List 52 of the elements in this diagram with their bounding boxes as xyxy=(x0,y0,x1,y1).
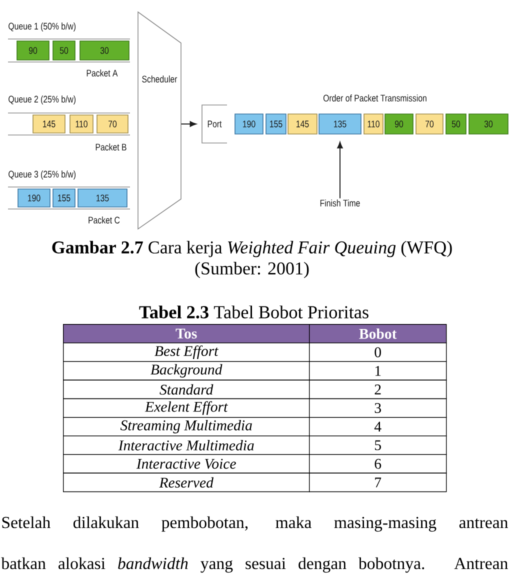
table-cell: 0 xyxy=(309,342,447,362)
packet-box: 30 xyxy=(468,114,508,134)
table-cell: 1 xyxy=(309,361,447,380)
queue-label: Queue 2 (25% b/w) xyxy=(8,96,76,104)
table-cell: Background xyxy=(63,361,310,380)
header-cell: Tos xyxy=(63,324,310,344)
packet-box: 110 xyxy=(364,114,384,134)
packet-box: 145 xyxy=(288,114,318,134)
packet-box: 70 xyxy=(416,114,444,134)
table-cell: 5 xyxy=(309,436,447,455)
packet-box: 155 xyxy=(52,188,76,208)
table-cell: Reserved xyxy=(63,472,310,492)
table-cell: Standard xyxy=(63,380,310,400)
packet-box: 90 xyxy=(16,40,50,60)
packet-box: 50 xyxy=(52,40,76,60)
table-cell: Interactive Multimedia xyxy=(63,436,310,455)
packet-box: 190 xyxy=(18,188,50,208)
table-cell: 4 xyxy=(309,417,447,436)
source-note: (Sumber: 2001) xyxy=(195,262,309,278)
packet-box: 90 xyxy=(384,114,414,134)
packet-box: 135 xyxy=(318,114,362,134)
leader-arrow xyxy=(337,142,343,199)
table-cell: Interactive Voice xyxy=(63,454,310,474)
table-cell: Streaming Multimedia xyxy=(63,417,310,436)
queue-label: Queue 1 (50% b/w) xyxy=(8,22,76,32)
figure-caption: Gambar 2.7 Cara kerja Weighted Fair Queuing (WFQ) xyxy=(52,240,452,258)
annotation-text: Finish Time xyxy=(320,199,360,207)
table-cell: 7 xyxy=(309,472,447,492)
port-box: Port xyxy=(202,104,228,144)
packet-box: 155 xyxy=(266,114,286,134)
packet-label: Packet C xyxy=(88,216,120,224)
table-title: Tabel 2.3 Tabel Bobot Prioritas xyxy=(139,306,368,318)
packet-box: 135 xyxy=(78,188,128,208)
table-cell: 6 xyxy=(309,454,447,474)
table-cell: Exelent Effort xyxy=(63,398,310,418)
header-cell: Bobot xyxy=(309,324,447,344)
body-text: Setelah dilakukan pembobotan, maka masing-masing antrean xyxy=(2,516,508,532)
packet-label: Packet A xyxy=(86,69,118,77)
packet-box: 110 xyxy=(70,114,94,134)
table-cell: 3 xyxy=(309,398,447,418)
packet-box: 50 xyxy=(446,114,466,134)
table-cell: Best Effort xyxy=(63,342,310,362)
packet-box: 70 xyxy=(96,114,128,134)
packet-box: 190 xyxy=(234,114,264,134)
row-heading: Order of Packet Transmission xyxy=(323,94,426,102)
packet-label: Packet B xyxy=(96,143,126,151)
table-cell: 2 xyxy=(309,380,447,400)
body-text: batkan alokasi bandwidth yang sesuai dengan bobotnya. Antrean xyxy=(1,557,508,573)
packet-box: 145 xyxy=(32,114,66,134)
queue-label: Queue 3 (25% b/w) xyxy=(8,170,76,180)
packet-box: 30 xyxy=(80,40,130,60)
arrow xyxy=(180,121,196,127)
